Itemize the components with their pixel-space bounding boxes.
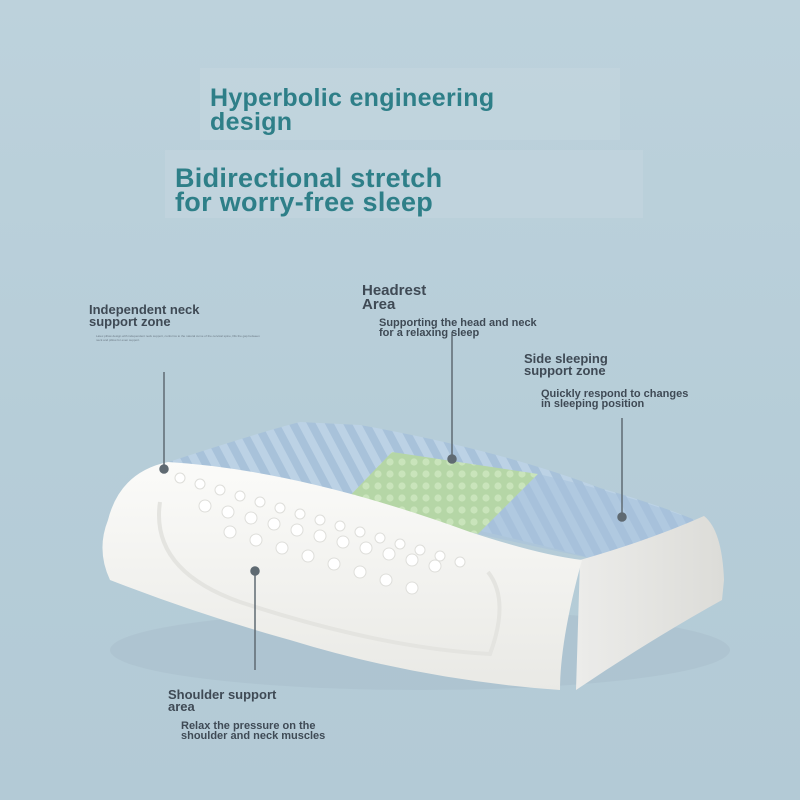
neck-zone-label: Independent neck support zone [89,302,200,329]
headrest-area-label: Headrest Area [362,282,427,313]
shoulder-support-desc: Relax the pressure on the shoulder and n… [181,720,326,742]
headrest-area-desc: Supporting the head and neck for a relax… [379,317,537,339]
headline-backdrop-1 [200,68,620,140]
pillow-front-face [102,462,582,690]
callout-pointers [159,332,627,670]
pillow-side-face [576,516,724,690]
side-sleeping-desc: Quickly respond to changes in sleeping p… [541,388,689,410]
headline-engineering: Hyperbolic engineering design [210,84,495,136]
neck-zone-fine-print: Latex pillow design with independent nec… [96,334,260,342]
shoulder-support-label: Shoulder support area [168,687,277,714]
headline-backdrop-2 [165,150,643,218]
headline-stretch: Bidirectional stretch for worry-free sle… [175,163,443,217]
pillow-massage-bumps [174,472,466,595]
side-sleeping-label: Side sleeping support zone [524,351,608,378]
